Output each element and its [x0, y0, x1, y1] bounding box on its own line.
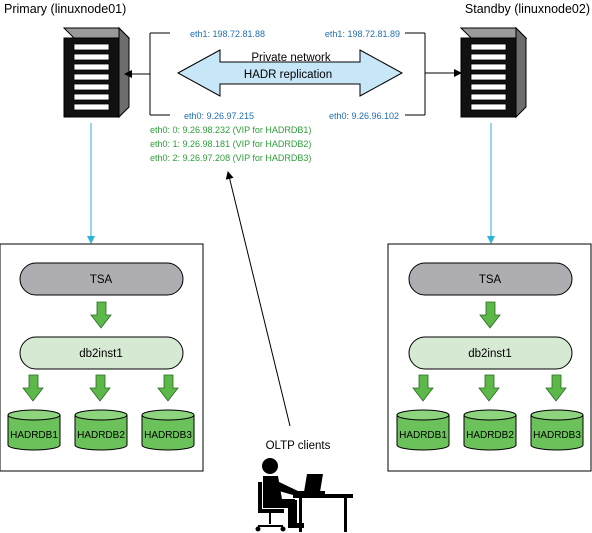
standby-tsa-label: TSA [479, 274, 502, 286]
vip-label-3: eth0: 2: 9.26.97.208 (VIP for HADRDB3) [150, 153, 311, 163]
primary-tsa-arrow [90, 301, 112, 329]
standby-title: Standby (linuxnode02) [465, 2, 590, 16]
primary-db-cylinder-3 [141, 409, 195, 451]
primary-db-cylinder-1 [7, 409, 61, 451]
hadr-replication-label: HADR replication [244, 69, 332, 81]
primary-server-icon [62, 26, 131, 119]
standby-db-label-2: HADRDB2 [466, 430, 514, 441]
standby-network-connector [405, 32, 462, 116]
standby-db-cylinder-1 [396, 409, 450, 451]
standby-db-cylinder-3 [530, 409, 584, 451]
primary-tsa-label: TSA [90, 274, 113, 286]
primary-db-label-3: HADRDB3 [144, 430, 192, 441]
client-arrow [225, 171, 291, 427]
standby-db-label-1: HADRDB1 [399, 430, 447, 441]
primary-eth1-label: eth1: 198.72.81.88 [190, 29, 265, 39]
user-at-desk-icon [255, 458, 353, 532]
standby-tsa-arrow [479, 301, 501, 329]
primary-eth0-label: eth0: 9.26.97.215 [184, 111, 254, 121]
primary-network-connector [124, 32, 170, 116]
standby-db-arrow-2 [478, 374, 500, 402]
oltp-clients-label: OLTP clients [266, 440, 331, 452]
standby-eth1-label: eth1: 198.72.81.89 [325, 29, 400, 39]
vip-label-2: eth0: 1: 9.26.98.181 (VIP for HADRDB2) [150, 139, 311, 149]
primary-db-arrow-3 [157, 374, 179, 402]
primary-db-cylinder-2 [74, 409, 128, 451]
standby-server-icon [459, 26, 528, 119]
private-network-label: Private network [251, 52, 331, 64]
primary-db-arrow-2 [89, 374, 111, 402]
standby-db-cylinder-2 [463, 409, 517, 451]
primary-instance-label: db2inst1 [79, 348, 122, 360]
primary-db-arrow-1 [22, 374, 44, 402]
primary-db-label-2: HADRDB2 [77, 430, 125, 441]
vip-label-1: eth0: 0: 9.26.98.232 (VIP for HADRDB1) [150, 125, 311, 135]
standby-db-arrow-1 [412, 374, 434, 402]
standby-tsa-box [408, 262, 573, 296]
private-network-arrow [176, 49, 404, 97]
standby-db-label-3: HADRDB3 [533, 430, 581, 441]
primary-tsa-box [19, 262, 184, 296]
primary-title: Primary (linuxnode01) [4, 2, 126, 16]
standby-eth0-label: eth0: 9.26.96.102 [329, 111, 399, 121]
standby-instance-label: db2inst1 [468, 348, 511, 360]
primary-instance-pill [19, 336, 184, 370]
standby-instance-pill [408, 336, 573, 370]
primary-db-label-1: HADRDB1 [10, 430, 58, 441]
standby-db-arrow-3 [545, 374, 567, 402]
